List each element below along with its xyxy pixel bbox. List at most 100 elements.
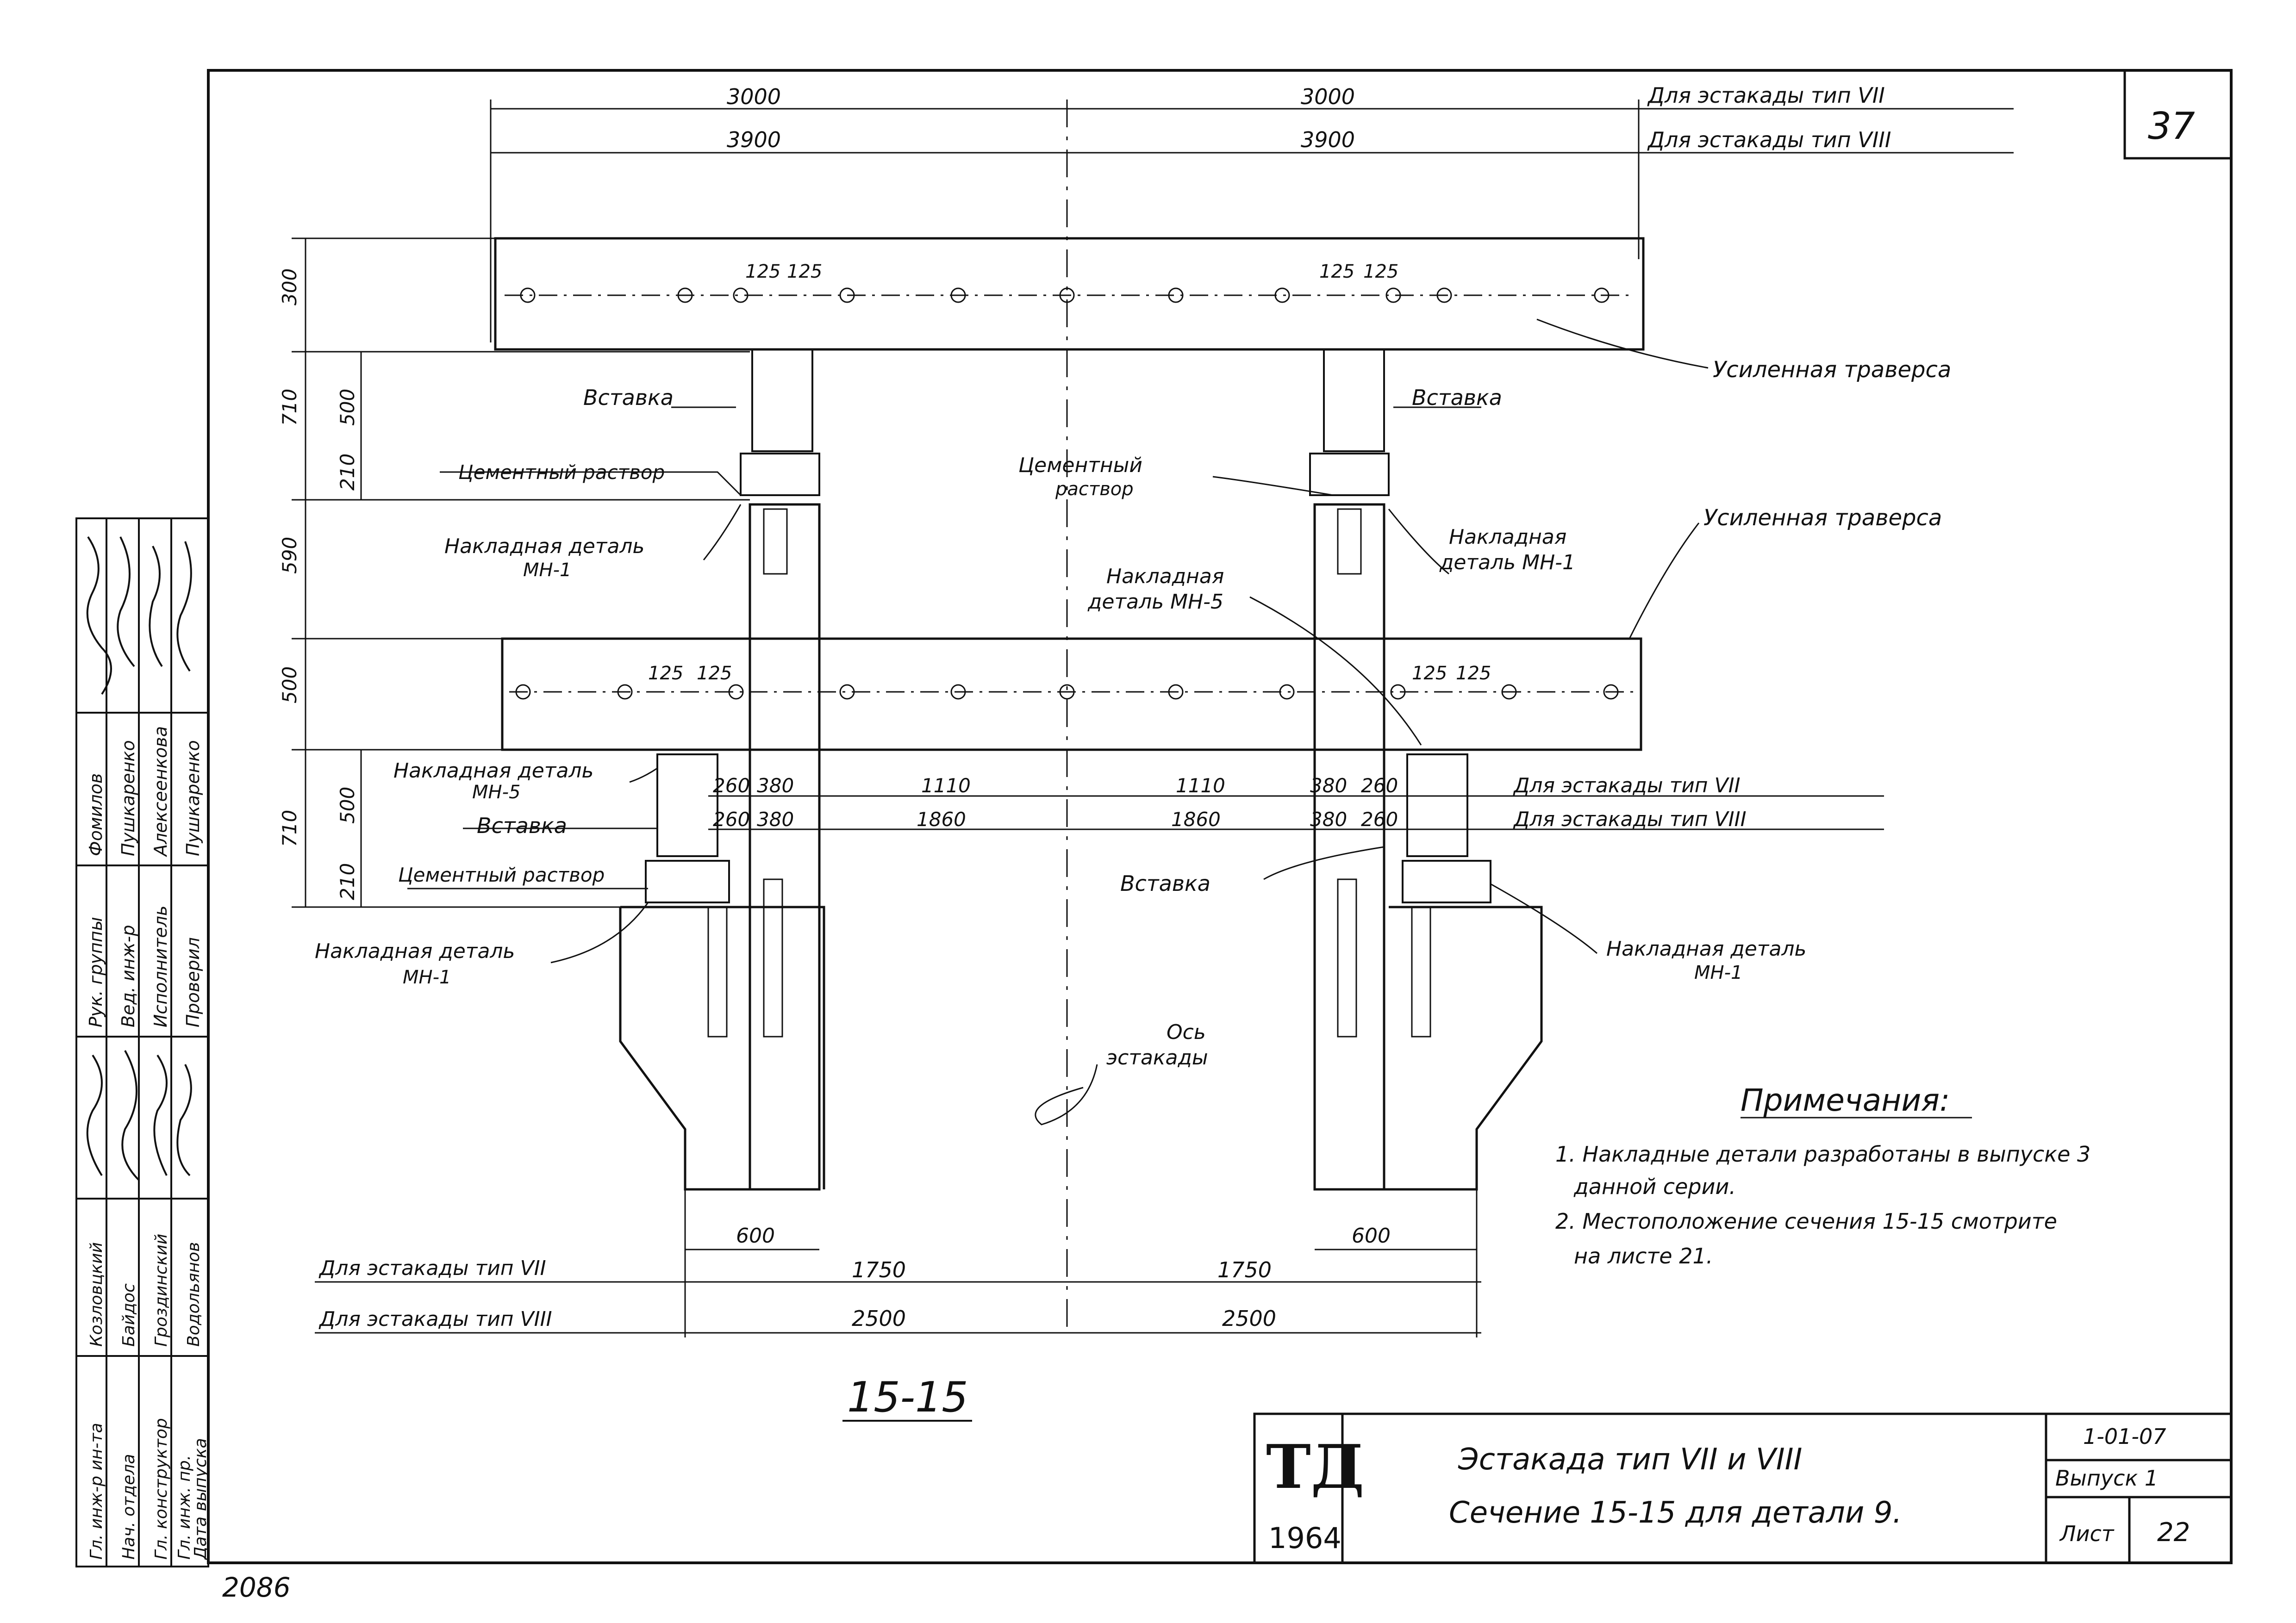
vdim-500-lower: 500 (336, 787, 359, 824)
issue-label: Выпуск 1 (2055, 1466, 2158, 1491)
dim-600-left: 600 (736, 1224, 775, 1248)
vertical-dimension-lines (292, 237, 750, 908)
label-insert-ul: Вставка (583, 385, 674, 410)
label-insert-lr: Вставка (1120, 871, 1210, 896)
label-strengthened-beam-top: Усиленная траверса (1713, 357, 1951, 383)
dim-1750-right: 1750 (1217, 1257, 1272, 1282)
label-axis-1: Ось (1167, 1020, 1206, 1044)
label-cement-mortar-ur-1: Цементный (1018, 454, 1142, 477)
dim-125-b-lr: 125 (1456, 663, 1491, 684)
vdim-590: 590 (278, 537, 301, 574)
dim-1110-r: 1110 (1176, 774, 1225, 797)
stamp-row-a-0: Рук. группы (86, 917, 106, 1027)
title-line1: Эстакада тип VII и VIII (1458, 1443, 1802, 1477)
label-mn5-mid-1: Накладная (1106, 565, 1224, 588)
vdim-710-lower: 710 (278, 810, 301, 847)
label-mn1-ur-2: деталь МН-1 (1439, 551, 1575, 574)
vdim-500-beam: 500 (278, 666, 301, 703)
dim-2500-right: 2500 (1222, 1306, 1276, 1331)
label-bottom-vii: Для эстакады тип VII (318, 1256, 546, 1280)
logo-year: 1964 (1268, 1521, 1341, 1555)
vdim-710-upper: 710 (278, 389, 301, 426)
lower-inserts (645, 753, 1491, 903)
stamp-name-a-1: Пушкаренко (118, 740, 138, 856)
signatures (86, 536, 192, 1181)
dim-260-l2: 260 (713, 808, 750, 831)
label-mn1-ur-1: Накладная (1449, 525, 1566, 549)
left-stamp-rows-b: Гл. инж-р ин-та Нач. отдела Гл. конструк… (87, 1234, 210, 1561)
vdim-210-lower: 210 (336, 863, 359, 900)
vdim-300: 300 (278, 268, 301, 305)
dim-125-a-ur: 125 (1319, 261, 1354, 282)
label-insert-ll: Вставка (477, 813, 567, 838)
label-insert-ur: Вставка (1412, 385, 1502, 410)
sheet-number-box (2123, 69, 2233, 160)
dim-2500-left: 2500 (852, 1306, 906, 1331)
leader-lines (407, 318, 1709, 1126)
label-mn1-ll-1: Накладная деталь (315, 939, 515, 963)
left-column (619, 503, 825, 1191)
stamp-name-b-3: Водольянов (184, 1242, 203, 1347)
dim-3000-right: 3000 (1301, 84, 1355, 109)
dim-3000-left: 3000 (727, 84, 781, 109)
stamp-name-a-0: Фомилов (86, 773, 106, 856)
stamp-row-b-4: Дата выпуска (191, 1438, 210, 1561)
label-cement-mortar-ur-2: раствор (1055, 479, 1134, 500)
sheet-value: 22 (2157, 1517, 2190, 1548)
note-2b: на листе 21. (1574, 1244, 1713, 1269)
label-cement-mortar-ul: Цементный раствор (458, 461, 665, 484)
upper-inserts (740, 348, 1390, 496)
sheet-label: Лист (2059, 1521, 2115, 1546)
upper-beam-holes (505, 287, 1629, 303)
label-mn1-ul-2: МН-1 (523, 560, 571, 581)
dim-125-b-ll: 125 (697, 663, 732, 684)
top-dimensions (490, 99, 2014, 1333)
stamp-name-b-1: Байдос (119, 1283, 138, 1347)
label-bottom-viii: Для эстакады тип VIII (318, 1307, 552, 1331)
label-mn5-ll-2: МН-5 (472, 782, 520, 803)
dim-3900-left: 3900 (727, 127, 781, 152)
dim-600-right: 600 (1352, 1224, 1391, 1248)
vdim-210-upper: 210 (336, 454, 359, 491)
note-1b: данной серии. (1573, 1174, 1736, 1199)
stamp-row-a-1: Вед. инж-р (118, 925, 138, 1028)
dim-3900-right: 3900 (1301, 127, 1355, 152)
lower-beam-holes (509, 684, 1634, 700)
dim-380-l2: 380 (757, 808, 794, 831)
title-block-frame (1253, 1412, 2233, 1564)
label-cement-mortar-ll: Цементный раствор (398, 864, 605, 886)
label-top-vii: Для эстакады тип VII (1647, 83, 1885, 108)
stamp-row-b-0: Гл. инж-р ин-та (87, 1423, 106, 1560)
dim-125-a-ul: 125 (745, 261, 780, 282)
stamp-row-b-1: Нач. отдела (119, 1454, 138, 1560)
section-label: 15-15 (847, 1373, 968, 1422)
dim-125-a-ll: 125 (648, 663, 683, 684)
dim-1110-l: 1110 (921, 774, 971, 797)
anchor-bolts (707, 508, 1431, 1038)
left-stamp-rows-a: Рук. группы Вед. инж-р Исполнитель Прове… (86, 726, 203, 1027)
bottom-dimension-lines (315, 1189, 1481, 1337)
label-axis-2: эстакады (1106, 1046, 1208, 1070)
dim-380-r1: 380 (1310, 774, 1347, 797)
label-mn5-ll-1: Накладная деталь (393, 759, 593, 783)
stamp-row-b-3: Гл. инж. пр. (175, 1455, 194, 1560)
label-mn1-lr-2: МН-1 (1694, 962, 1742, 983)
label-mn5-mid-2: деталь МН-5 (1087, 590, 1223, 614)
dim-380-r2: 380 (1310, 808, 1347, 831)
archive-number: 2086 (222, 1572, 291, 1603)
mid-dimension-lines (708, 795, 1884, 830)
note-2a: 2. Местоположение сечения 15-15 смотрите (1555, 1209, 2057, 1234)
dim-260-r1: 260 (1361, 774, 1398, 797)
upper-beam (494, 237, 1645, 351)
dim-1750-left: 1750 (852, 1257, 906, 1282)
stamp-row-a-2: Исполнитель (150, 906, 171, 1027)
stamp-row-a-3: Проверил (183, 937, 203, 1027)
stamp-name-b-2: Гроздинский (152, 1234, 171, 1347)
right-column (1313, 503, 1543, 1191)
dim-125-b-ur: 125 (1363, 261, 1398, 282)
stamp-name-a-3: Пушкаренко (183, 740, 203, 856)
title-line2: Сечение 15-15 для детали 9. (1449, 1496, 1902, 1530)
label-mn1-ll-2: МН-1 (403, 967, 451, 988)
label-mn1-lr-1: Накладная деталь (1606, 937, 1806, 961)
